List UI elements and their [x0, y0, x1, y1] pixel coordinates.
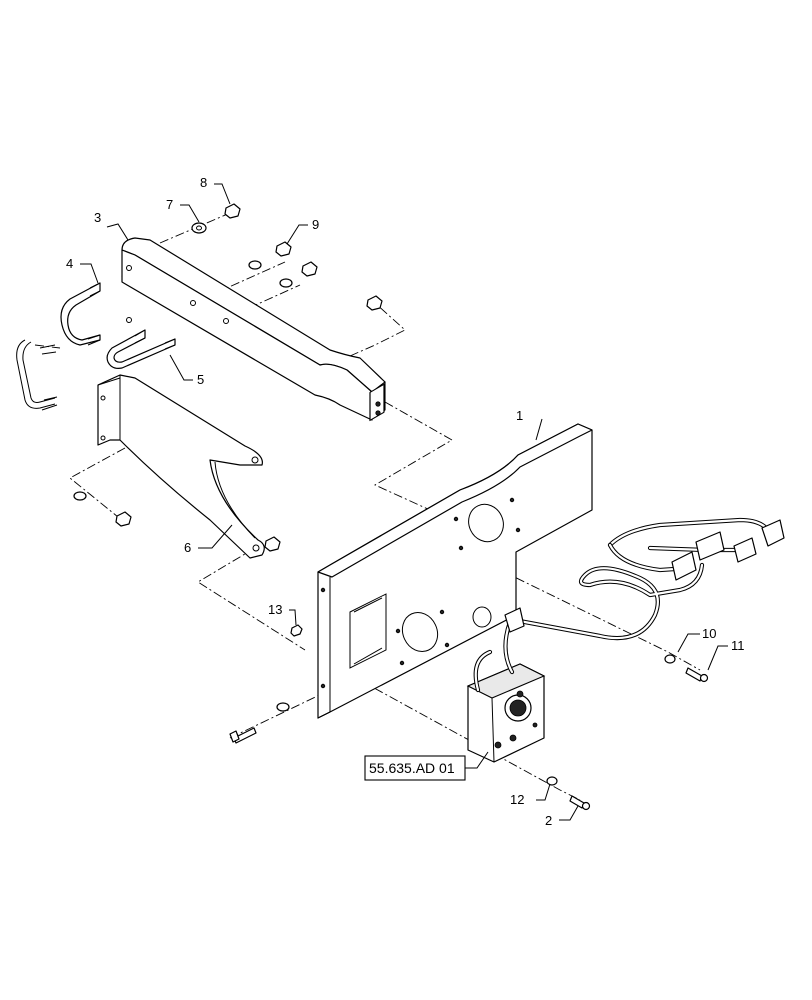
reference-label: 55.635.AD 01: [369, 760, 455, 776]
callout-6: 6: [184, 540, 191, 555]
callout-1: 1: [516, 408, 523, 423]
callout-2: 2: [545, 813, 552, 828]
wire-harness: [473, 517, 785, 693]
u-bolt-4: [60, 282, 101, 346]
callout-labels: 1 2 3 4 5 6 7 8 9 10 11 12 13: [66, 175, 745, 828]
callout-7: 7: [166, 197, 173, 212]
callout-13: 13: [268, 602, 282, 617]
callout-4: 4: [66, 256, 73, 271]
u-bolt-ghost: [16, 339, 58, 411]
callout-leaders: [80, 183, 728, 821]
support-bracket-6: [97, 374, 265, 559]
callout-11: 11: [731, 638, 745, 653]
callout-5: 5: [197, 372, 204, 387]
callout-9: 9: [312, 217, 319, 232]
reference-box: 55.635.AD 01: [364, 755, 466, 781]
callout-8: 8: [200, 175, 207, 190]
callout-10: 10: [702, 626, 716, 641]
assembly-centerlines: [34, 212, 701, 801]
main-mounting-plate-1: [317, 423, 593, 719]
u-bolt-5: [106, 329, 176, 369]
control-box: [466, 663, 546, 763]
upper-bracket-beam: [121, 237, 386, 422]
callout-12: 12: [510, 792, 524, 807]
hardware: [73, 203, 709, 811]
callout-3: 3: [94, 210, 101, 225]
